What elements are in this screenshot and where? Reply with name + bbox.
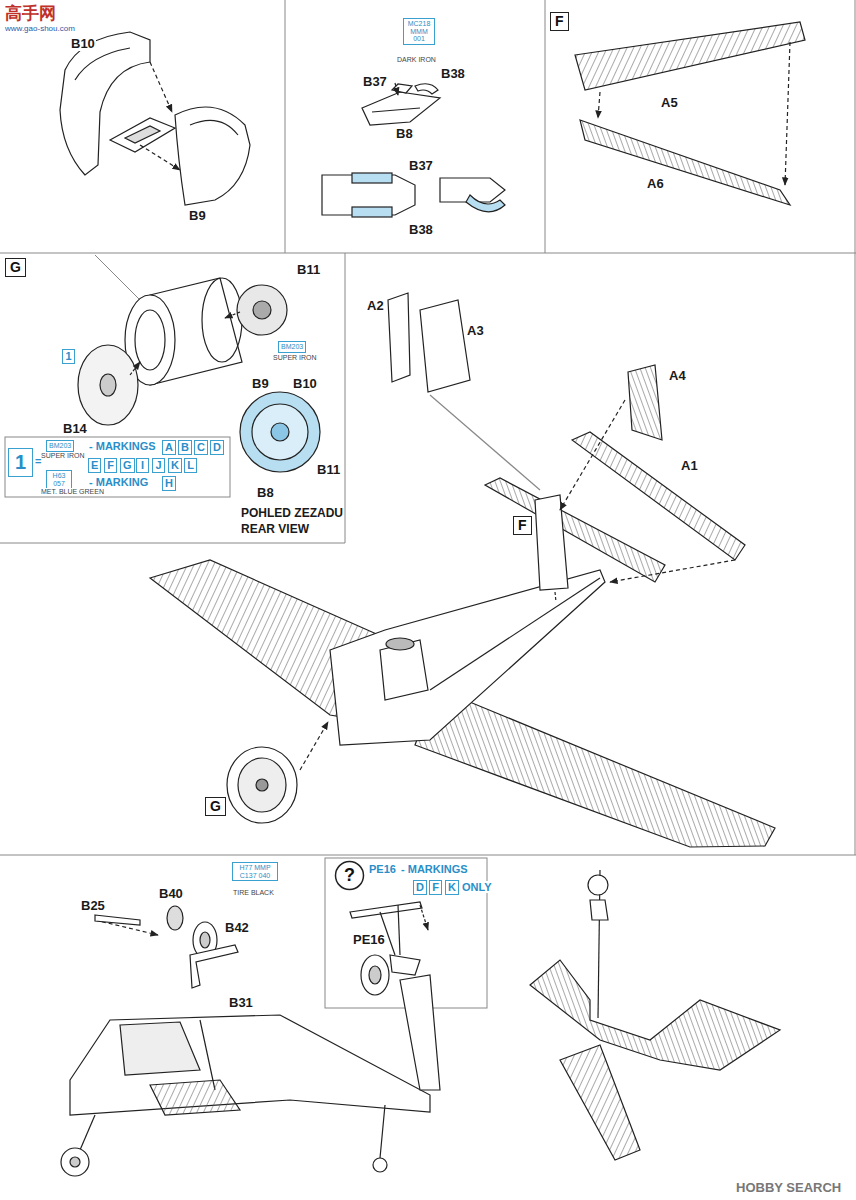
part-number: A6	[646, 176, 665, 191]
part-number: B37	[362, 74, 388, 89]
node-text: H	[165, 477, 173, 490]
part-drawing	[60, 22, 805, 1176]
paint-code: BM203	[278, 341, 306, 353]
paint-code: BM203	[46, 440, 74, 452]
marking-letter: I	[136, 458, 149, 473]
marking-letter: F	[104, 458, 117, 473]
marking-letter: D	[413, 880, 427, 895]
marking-letter: L	[184, 458, 197, 473]
marking-note: PE16	[368, 863, 397, 875]
marking-letter: G	[120, 458, 135, 473]
part-number: B11	[316, 462, 341, 477]
node-text: C	[197, 441, 205, 454]
paint-code: H77 MMP C137 040	[232, 862, 278, 881]
paint-name: TIRE BLACK	[232, 889, 275, 896]
marking-note: ONLY	[461, 881, 493, 893]
marking-letter: F	[429, 880, 442, 895]
watermark: HOBBY SEARCH	[735, 1180, 842, 1195]
part-number: A3	[466, 323, 485, 338]
node-text: E	[91, 459, 98, 472]
panel-frame	[0, 0, 856, 1008]
node-text: ?	[344, 865, 355, 886]
panel-letter: G	[205, 797, 226, 816]
node-text: G	[210, 798, 221, 815]
circle-outline	[336, 862, 364, 890]
part-number: A4	[668, 368, 687, 383]
part-number: B10	[292, 376, 318, 391]
marking-letter: D	[210, 440, 224, 455]
paint-code: H63 057	[46, 470, 72, 489]
node-text: H63 057	[49, 472, 69, 487]
part-number: B40	[158, 886, 184, 901]
view-note: POHLED ZEZADU	[240, 506, 344, 520]
part-number: B42	[224, 920, 250, 935]
watermark: 高手网	[4, 2, 57, 25]
node-text: B	[181, 441, 189, 454]
marking-note: - MARKING	[88, 476, 149, 488]
node-text: 1	[15, 451, 26, 474]
watermark: www.gao-shou.com	[4, 24, 76, 33]
node-text: I	[139, 459, 146, 472]
node-text: MC218 MMM 001	[406, 20, 432, 43]
node-text: G	[123, 459, 132, 472]
node-text: J	[155, 459, 162, 472]
part-number: B10	[70, 36, 96, 51]
paint-name: SUPER IRON	[272, 354, 318, 361]
node-text: G	[10, 259, 21, 276]
part-number: A5	[660, 95, 679, 110]
panel-letter: F	[550, 12, 569, 31]
part-number: PE16	[352, 932, 386, 947]
node-text: F	[555, 13, 564, 30]
marking-letter: C	[194, 440, 208, 455]
part-number: B38	[440, 66, 466, 81]
view-note: REAR VIEW	[240, 522, 310, 536]
optional-symbol: ?	[334, 860, 365, 891]
node-text: 1	[65, 350, 72, 363]
paint-callout: 1	[8, 448, 33, 477]
part-number: A1	[680, 458, 699, 473]
node-text: BM203	[281, 343, 303, 351]
paint-name: MET. BLUE GREEN	[40, 488, 105, 495]
node-text: K	[448, 881, 456, 894]
node-text: D	[416, 881, 424, 894]
panel-letter: G	[5, 258, 26, 277]
marking-letter: K	[168, 458, 182, 473]
marking-letter: J	[152, 458, 165, 473]
part-number: B8	[256, 485, 275, 500]
marking-note: - MARKINGS	[400, 863, 469, 875]
part-number: B38	[408, 222, 434, 237]
node-text: D	[213, 441, 221, 454]
node-text: F	[432, 881, 439, 894]
node-text: F	[107, 459, 114, 472]
paint-name: DARK IRON	[396, 56, 437, 63]
part-number: B9	[188, 208, 207, 223]
part-number: B37	[408, 158, 434, 173]
node-text: F	[518, 517, 527, 534]
panel-letter: F	[513, 516, 532, 535]
node-text: K	[171, 459, 179, 472]
paint-name: SUPER IRON	[40, 452, 86, 459]
part-number: B9	[251, 376, 270, 391]
part-number: B8	[395, 126, 414, 141]
part-number: B11	[296, 262, 321, 277]
marking-note: - MARKINGS	[88, 440, 157, 452]
paint-code: MC218 MMM 001	[403, 18, 435, 45]
marking-letter: E	[88, 458, 101, 473]
marking-letter: 1	[62, 349, 75, 364]
marking-letter: A	[162, 440, 176, 455]
node-text: BM203	[49, 442, 71, 450]
part-number: A2	[366, 298, 385, 313]
part-number: B31	[228, 995, 254, 1010]
marking-letter: H	[162, 476, 176, 491]
part-number: B14	[62, 421, 88, 436]
node-text: H77 MMP C137 040	[235, 864, 275, 879]
node-text: A	[165, 441, 173, 454]
node-text: L	[187, 459, 194, 472]
part-number: B25	[80, 898, 106, 913]
marking-letter: K	[445, 880, 459, 895]
marking-letter: B	[178, 440, 192, 455]
